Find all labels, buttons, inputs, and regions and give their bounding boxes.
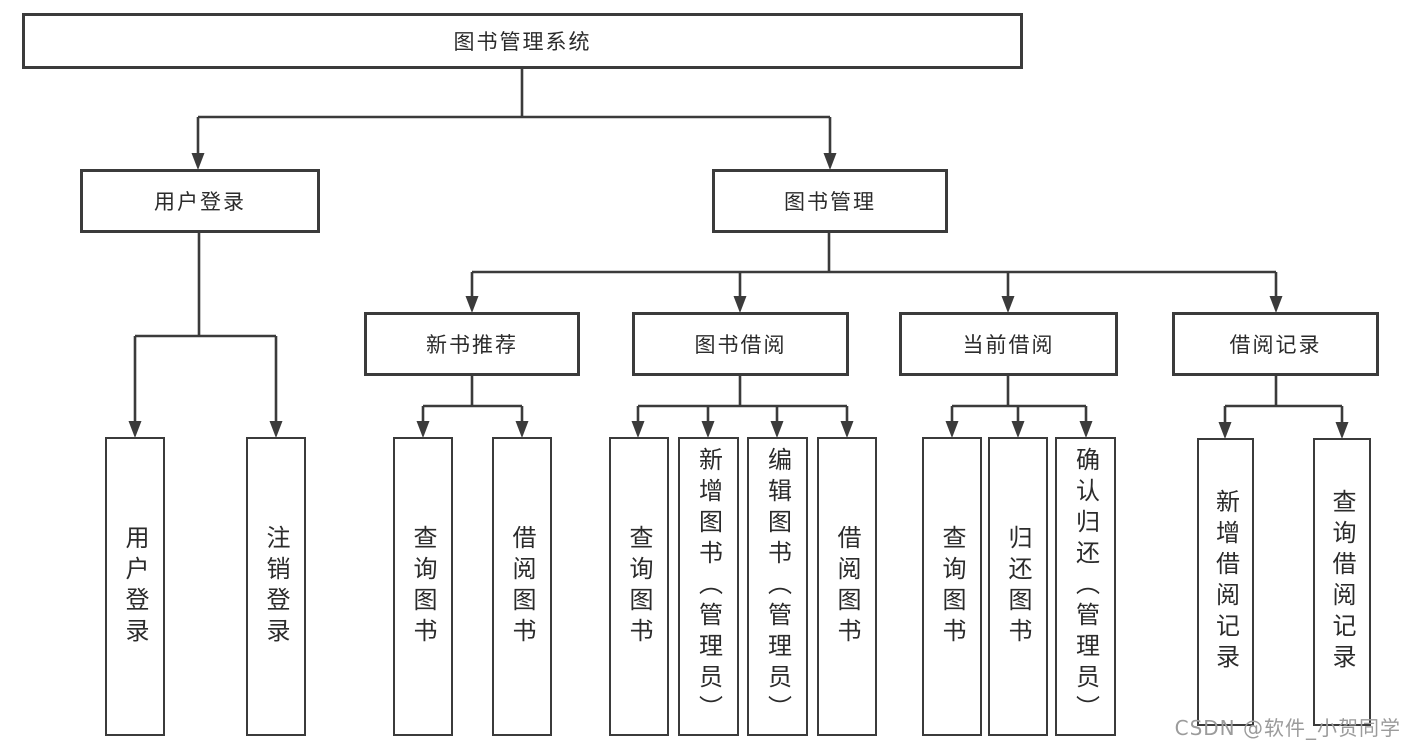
leaf-confirm-return-admin-label: 确认归还（管理员） xyxy=(1071,447,1100,726)
leaf-user-login-label: 用户登录 xyxy=(121,524,149,649)
leaf-query-books-borrow-label: 查询图书 xyxy=(625,524,653,649)
leaf-query-books-current: 查询图书 xyxy=(922,437,982,736)
node-book-management: 图书管理 xyxy=(712,169,948,233)
arrowhead xyxy=(1269,296,1283,313)
leaf-borrow-books-borrow-label: 借阅图书 xyxy=(833,524,861,649)
leaf-query-borrow-record-label: 查询借阅记录 xyxy=(1328,489,1356,675)
arrowhead xyxy=(465,296,479,313)
leaf-return-books: 归还图书 xyxy=(988,437,1048,736)
arrowhead xyxy=(1079,421,1093,438)
node-current-borrow: 当前借阅 xyxy=(899,312,1118,376)
node-user-login-label: 用户登录 xyxy=(154,190,246,214)
leaf-add-books-admin-label: 新增图书（管理员） xyxy=(694,447,723,726)
leaf-borrow-books-recommend: 借阅图书 xyxy=(492,437,552,736)
leaf-query-books-current-label: 查询图书 xyxy=(938,524,966,649)
node-user-login: 用户登录 xyxy=(80,169,320,233)
arrowhead xyxy=(191,153,205,170)
arrowhead xyxy=(840,421,854,438)
leaf-query-borrow-record: 查询借阅记录 xyxy=(1313,438,1371,726)
node-borrow-records-label: 借阅记录 xyxy=(1229,333,1322,357)
node-root: 图书管理系统 xyxy=(22,13,1023,69)
leaf-borrow-books-borrow: 借阅图书 xyxy=(817,437,877,736)
arrowhead xyxy=(631,421,645,438)
node-book-management-label: 图书管理 xyxy=(784,190,876,214)
leaf-confirm-return-admin: 确认归还（管理员） xyxy=(1055,437,1116,736)
leaf-query-books-recommend: 查询图书 xyxy=(393,437,453,736)
node-new-book-recommend: 新书推荐 xyxy=(364,312,580,376)
node-book-borrow: 图书借阅 xyxy=(632,312,849,376)
leaf-return-books-label: 归还图书 xyxy=(1004,524,1032,649)
arrowhead xyxy=(1218,422,1232,439)
csdn-watermark: CSDN @软件_小贺同学 xyxy=(1174,716,1401,740)
arrowhead xyxy=(823,153,837,170)
arrowhead xyxy=(1011,421,1025,438)
arrowhead xyxy=(770,421,784,438)
leaf-add-borrow-record-label: 新增借阅记录 xyxy=(1211,489,1240,675)
arrowhead xyxy=(1001,296,1015,313)
leaf-edit-books-admin: 编辑图书（管理员） xyxy=(747,437,808,736)
leaf-user-login: 用户登录 xyxy=(105,437,165,736)
leaf-query-books-recommend-label: 查询图书 xyxy=(409,524,437,649)
node-borrow-records: 借阅记录 xyxy=(1172,312,1379,376)
arrowhead xyxy=(515,421,529,438)
arrowhead xyxy=(1335,422,1349,439)
arrowhead xyxy=(733,296,747,313)
node-root-label: 图书管理系统 xyxy=(453,30,592,54)
leaf-logout: 注销登录 xyxy=(246,437,306,736)
node-new-book-recommend-label: 新书推荐 xyxy=(426,333,518,357)
leaf-add-books-admin: 新增图书（管理员） xyxy=(678,437,739,736)
leaf-query-books-borrow: 查询图书 xyxy=(609,437,669,736)
arrowhead xyxy=(945,421,959,438)
leaf-borrow-books-recommend-label: 借阅图书 xyxy=(508,524,536,649)
arrow-shafts xyxy=(133,117,1344,423)
leaf-edit-books-admin-label: 编辑图书（管理员） xyxy=(763,447,792,726)
arrowhead xyxy=(128,421,142,438)
node-book-borrow-label: 图书借阅 xyxy=(694,333,787,357)
leaf-logout-label: 注销登录 xyxy=(262,524,290,649)
node-current-borrow-label: 当前借阅 xyxy=(962,333,1055,357)
leaf-add-borrow-record: 新增借阅记录 xyxy=(1197,438,1254,726)
arrowhead xyxy=(269,421,283,438)
arrowhead xyxy=(416,421,430,438)
arrowhead xyxy=(701,421,715,438)
